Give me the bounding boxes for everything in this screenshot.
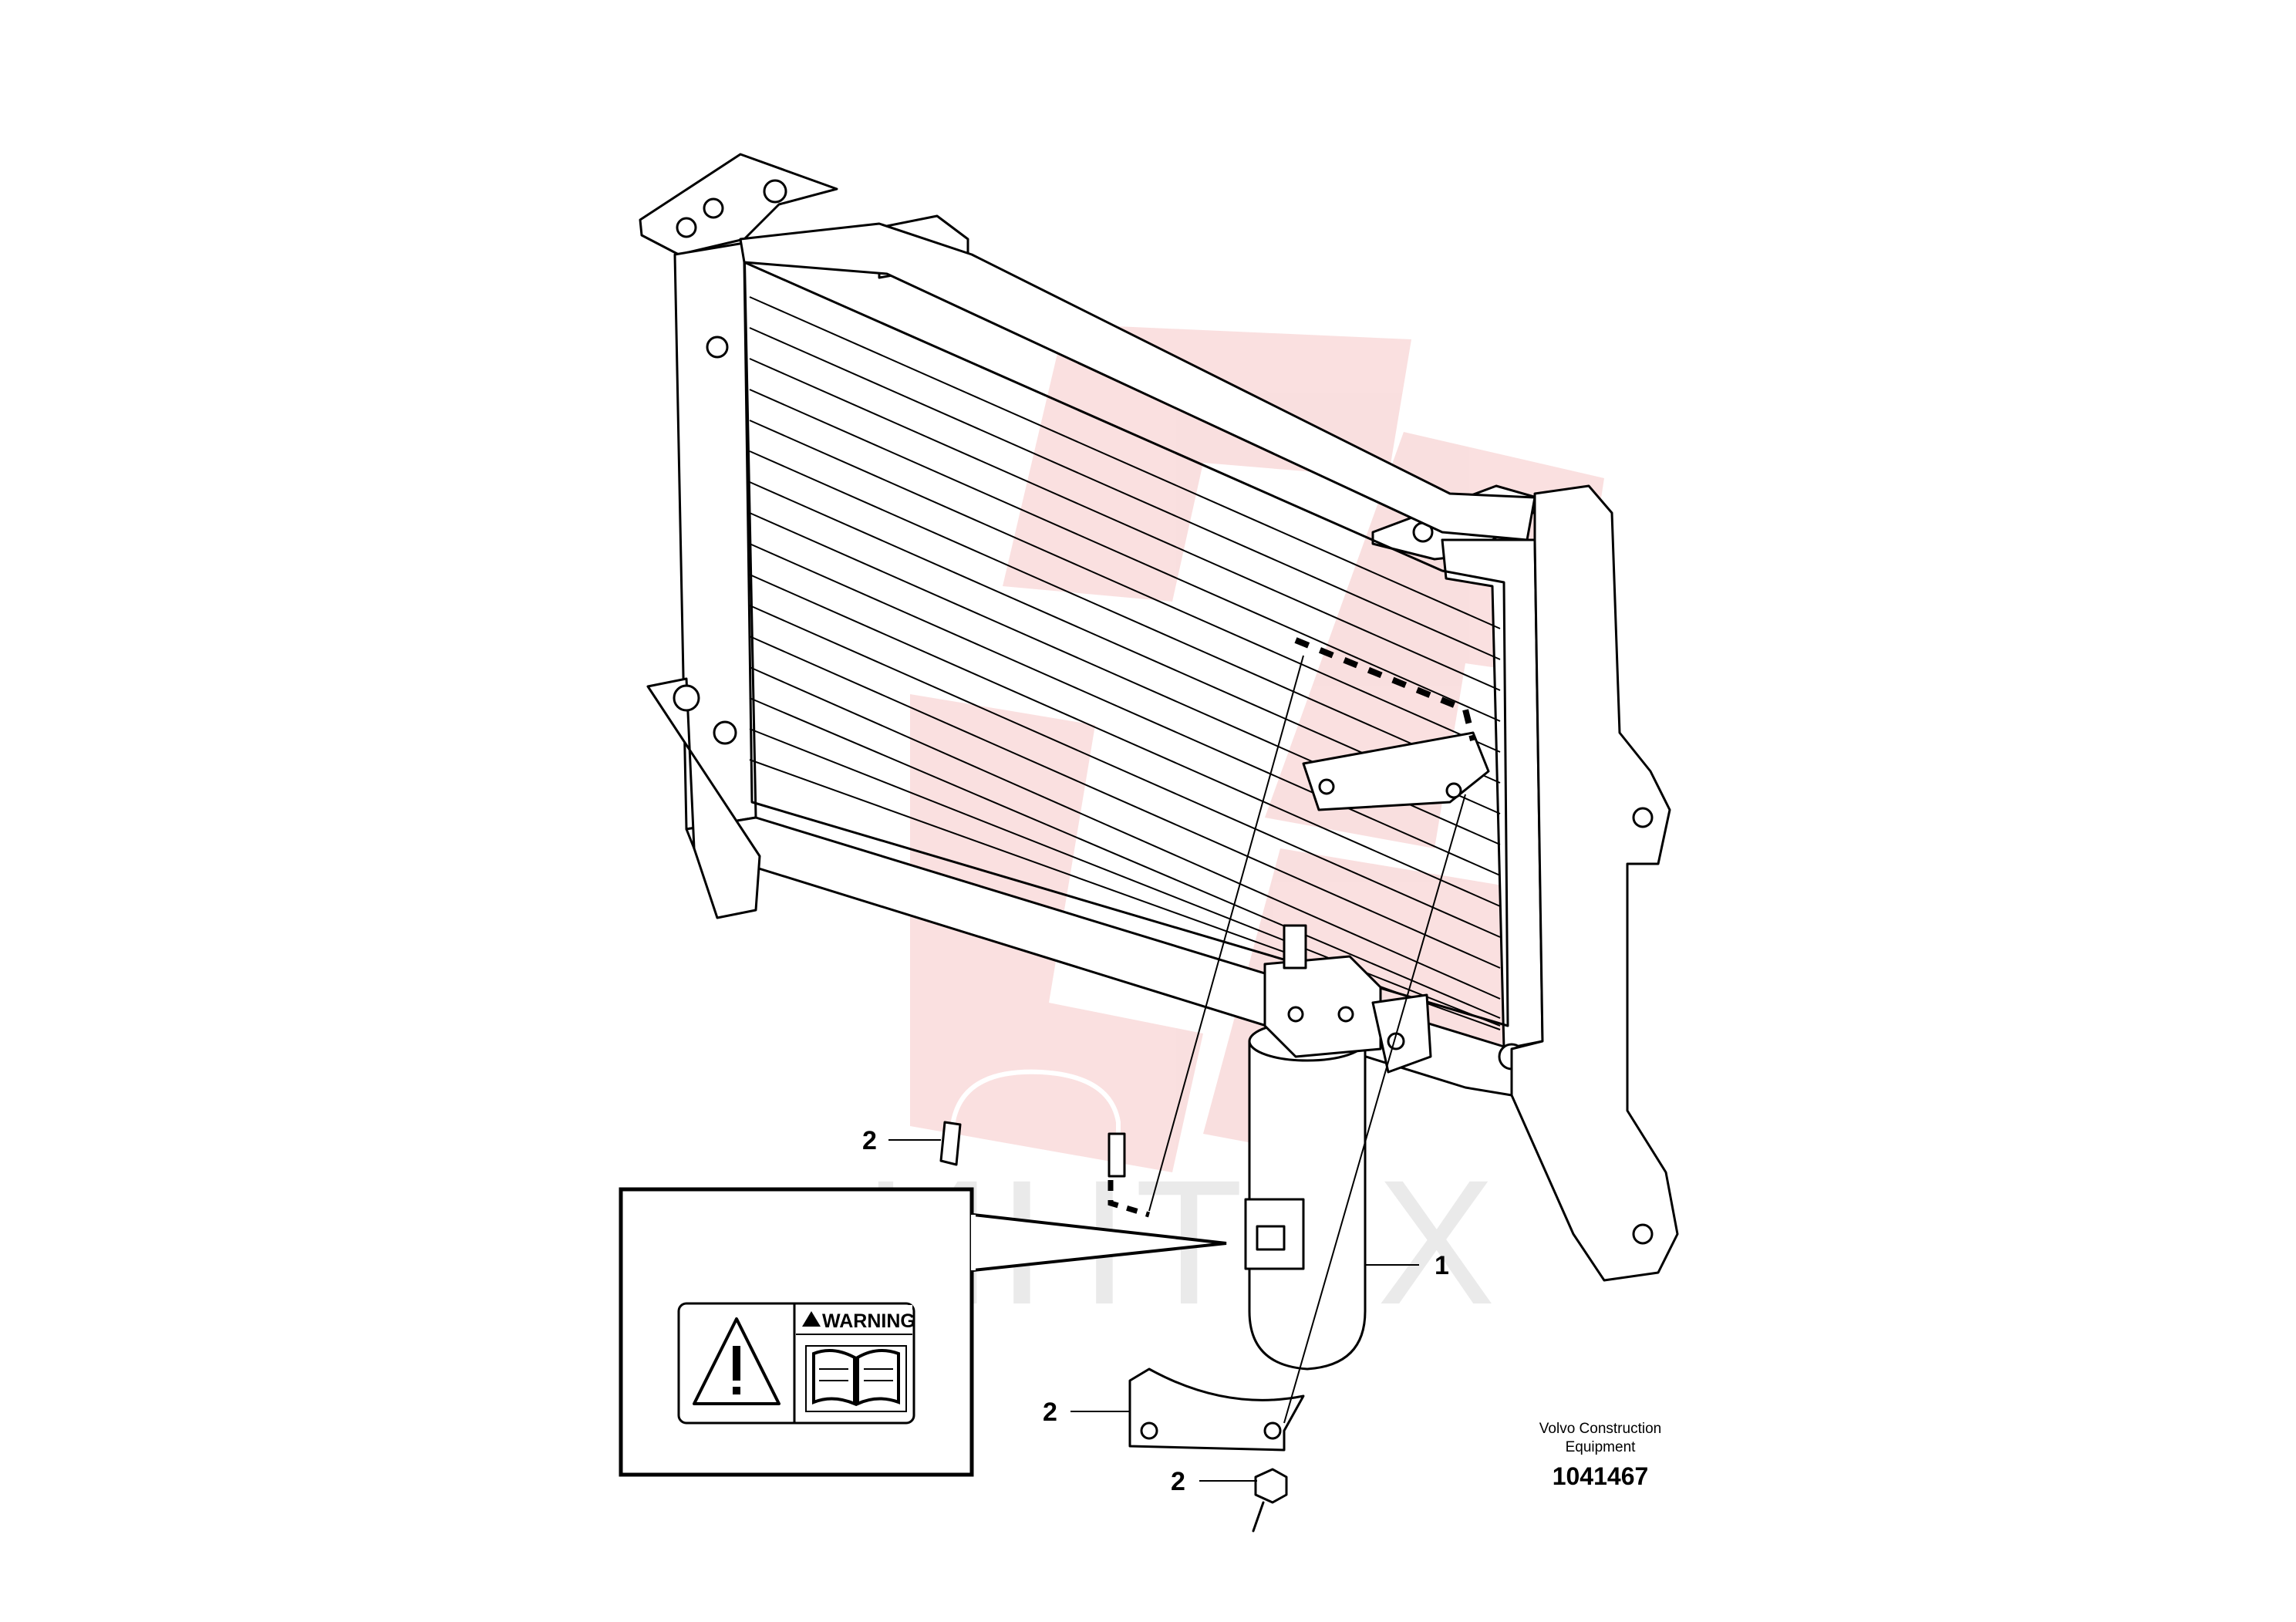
callout-2-clamp: 2 [1043, 1398, 1057, 1427]
callout-1: 1 [1435, 1251, 1449, 1280]
document-number: 1041467 [1553, 1462, 1649, 1490]
callout-2-nut: 2 [1171, 1467, 1185, 1496]
decal-warning-label: WARNING [822, 1310, 915, 1332]
right-mounting-plate [1510, 484, 1679, 1282]
bolt [706, 336, 729, 359]
clamp-bracket [1128, 1367, 1305, 1452]
drier-mount-lug [1371, 993, 1432, 1074]
small-warning-icon [802, 1311, 821, 1327]
fin-panel [743, 261, 1509, 1027]
u-bolt [939, 1069, 1151, 1218]
callout-2-u-bolt: 2 [862, 1126, 877, 1155]
left-foot [646, 677, 761, 919]
drier-valve-block [1263, 955, 1382, 1058]
pressure-switch [1283, 924, 1307, 969]
receiver-drier [1244, 924, 1432, 1371]
brand-line-2: Equipment [1566, 1439, 1637, 1455]
manual-book-icon [805, 1345, 907, 1412]
hidden-hose-line [1294, 637, 1476, 741]
brand-line-1: Volvo Construction [1539, 1421, 1661, 1437]
bolt [673, 684, 700, 712]
decal-detail-box: WARNING [619, 1187, 1227, 1477]
drier-mount-bracket [1302, 731, 1490, 811]
bolt [713, 720, 737, 745]
nut [1252, 1468, 1288, 1533]
top-rail [739, 222, 1536, 541]
